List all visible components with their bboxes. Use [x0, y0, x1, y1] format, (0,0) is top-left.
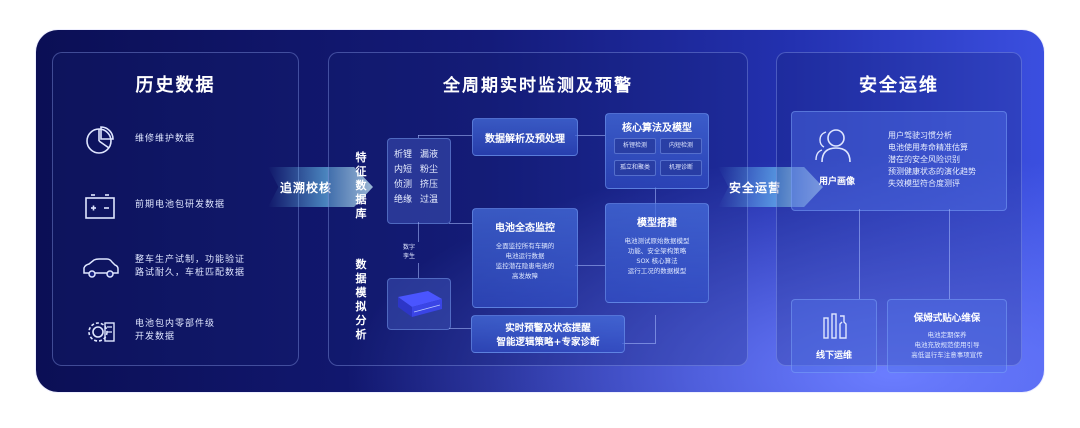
- feature-item: 侦测: [394, 180, 413, 190]
- gear-component-icon: [88, 322, 115, 342]
- history-item-text: 电池包内零部件级 开发数据: [135, 319, 216, 342]
- model-box: 模型搭建 电池测试原始数据模型 功能、安全架构策略 SOX 核心算法 运行工况的…: [605, 203, 709, 303]
- diagram-frame: 历史数据 维修维护数据 前期电池包研: [36, 30, 1044, 392]
- user-profile-label: 用户画像: [818, 177, 855, 187]
- connector-line: [622, 343, 656, 344]
- battery-icon: [85, 194, 115, 219]
- algo-box: 核心算法及模型 析锂检测 内短检测 孤立和聚类 机理诊断: [605, 113, 709, 189]
- history-item-text: 前期电池包研发数据: [135, 200, 226, 210]
- parse-box: 数据解析及预处理: [472, 118, 578, 156]
- connector-line: [859, 209, 860, 299]
- alert-box-line: 智能逻辑策略+专家诊断: [496, 337, 600, 348]
- parse-box-title: 数据解析及预处理: [485, 134, 565, 145]
- battery-monitor-text: 全面监控所有车辆的 电池运行数据 监控潜在隐患电池的 高发故障: [495, 242, 555, 280]
- ops-title: 安全运维: [859, 75, 939, 96]
- feature-db-char: 数: [355, 179, 367, 192]
- feature-item: 粉尘: [420, 165, 439, 175]
- feature-grid: 析锂漏液内短粉尘侦测挤压绝缘过温: [394, 149, 446, 206]
- sim-analysis-label: 数据模拟分析: [354, 258, 368, 342]
- feature-item: 过温: [420, 195, 439, 205]
- feature-item: 漏液: [420, 150, 439, 160]
- sim-analysis-char: 分: [355, 314, 367, 327]
- battery-monitor-title: 电池全态监控: [495, 223, 555, 234]
- care-text: 电池定期保养 电池充放规范使用引导 高低温行车注意事项宣传: [911, 331, 983, 359]
- algo-chip: 机理诊断: [660, 160, 702, 176]
- alert-box-line: 实时预警及状态提醒: [505, 323, 591, 334]
- history-title: 历史数据: [135, 75, 216, 96]
- history-item-text: 整车生产试制，功能验证 路试耐久，车桩匹配数据: [135, 255, 246, 278]
- offline-ops-box: 线下运维: [791, 299, 877, 373]
- ops-panel: 安全运维 用户画像 用户驾驶习惯分析 电池使用寿命精准估算 潜在的安全风险识别 …: [776, 52, 1022, 373]
- feature-item: 析锂: [394, 150, 413, 160]
- connector-line: [449, 328, 471, 329]
- connector-line: [575, 135, 605, 136]
- car-icon: [83, 258, 119, 278]
- feature-item: 挤压: [420, 180, 439, 190]
- connector-line: [418, 135, 419, 138]
- algo-chip: 析锂检测: [614, 138, 656, 154]
- feature-db-char: 库: [355, 207, 367, 220]
- battery-monitor-box: 电池全态监控 全面监控所有车辆的 电池运行数据 监控潜在隐患电池的 高发故障: [472, 208, 578, 308]
- digital-twin-label: 数字 孪生: [402, 244, 415, 260]
- safety-arrow-label: 安全运营: [729, 181, 782, 195]
- history-item-text: 维修维护数据: [135, 134, 196, 144]
- connector-line: [418, 263, 419, 278]
- sim-analysis-char: 数: [355, 258, 367, 271]
- feature-item: 内短: [394, 165, 413, 175]
- trace-arrow: [268, 167, 373, 207]
- connector-line: [575, 265, 605, 266]
- feature-db-char: 据: [355, 193, 367, 206]
- sim-analysis-char: 拟: [355, 300, 367, 313]
- connector-line: [449, 223, 472, 224]
- algo-chip: 孤立和聚类: [614, 160, 656, 176]
- feature-grid-box: 析锂漏液内短粉尘侦测挤压绝缘过温: [387, 138, 451, 224]
- feature-db-char: 征: [355, 165, 367, 178]
- history-panel: 历史数据 维修维护数据 前期电池包研: [52, 52, 299, 366]
- safety-arrow: [718, 167, 823, 207]
- offline-ops-label: 线下运维: [815, 351, 852, 361]
- history-item: 整车生产试制，功能验证 路试耐久，车桩匹配数据: [53, 249, 298, 289]
- care-box: 保姆式贴心维保 电池定期保养 电池充放规范使用引导 高低温行车注意事项宣传: [887, 299, 1007, 373]
- tools-icon: [823, 313, 847, 339]
- history-item: 前期电池包研发数据: [53, 187, 298, 227]
- user-profile-box: 用户画像 用户驾驶习惯分析 电池使用寿命精准估算 潜在的安全风险识别 预测健康状…: [791, 111, 1007, 211]
- sim-analysis-char: 析: [355, 328, 367, 341]
- connector-line: [655, 315, 656, 343]
- feature-db-label: 特征数据库: [354, 151, 368, 221]
- user-profile-text: 用户驾驶习惯分析 电池使用寿命精准估算 潜在的安全风险识别 预测健康状态的演化趋…: [888, 131, 976, 188]
- monitor-panel: 全周期实时监测及预警 特征数据库 析锂漏液内短粉尘侦测挤压绝缘过温 数字 孪生 …: [328, 52, 748, 366]
- users-icon: [815, 129, 851, 163]
- battery-pack-image: [398, 291, 442, 317]
- monitor-title: 全周期实时监测及预警: [443, 76, 633, 96]
- history-item: 维修维护数据: [53, 121, 298, 161]
- sim-analysis-char: 据: [355, 272, 367, 285]
- algo-chip: 内短检测: [660, 138, 702, 154]
- feature-item: 绝缘: [394, 195, 413, 205]
- connector-line: [418, 222, 419, 242]
- history-item: 电池包内零部件级 开发数据: [53, 313, 298, 353]
- alert-box: 实时预警及状态提醒 智能逻辑策略+专家诊断: [471, 315, 625, 353]
- sim-analysis-char: 模: [355, 286, 367, 299]
- feature-db-char: 特: [355, 151, 367, 164]
- care-title: 保姆式贴心维保: [913, 313, 981, 324]
- trace-arrow-label: 追溯校核: [280, 181, 333, 195]
- connector-line: [949, 209, 950, 299]
- pie-chart-icon: [86, 126, 114, 154]
- model-box-title: 模型搭建: [637, 218, 677, 229]
- algo-box-title: 核心算法及模型: [622, 123, 692, 134]
- device-box: [387, 278, 451, 330]
- connector-line: [418, 135, 472, 136]
- model-box-text: 电池测试原始数据模型 功能、安全架构策略 SOX 核心算法 运行工况的数据模型: [624, 237, 690, 275]
